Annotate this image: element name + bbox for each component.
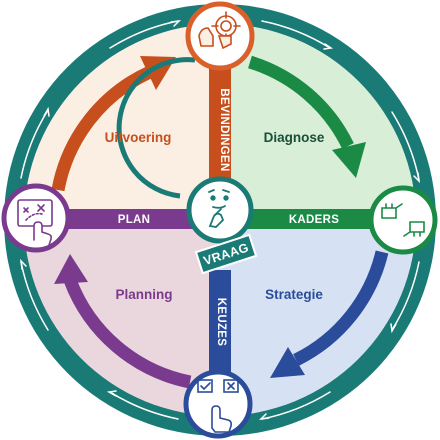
- arrow-strategie: [293, 250, 389, 366]
- quadrant-label-uitvoering: Uitvoering: [105, 130, 172, 145]
- axis-label-bottom: KEUZES: [215, 298, 227, 346]
- arrowhead-planning: [54, 254, 88, 284]
- arrow-uitvoering: [51, 66, 153, 192]
- arrowhead-strategie: [270, 347, 305, 378]
- ring-arrows: [19, 19, 421, 421]
- thinking-face-icon: [208, 189, 230, 228]
- choice-hand-icon: [197, 379, 239, 433]
- node-bottom: [183, 369, 253, 439]
- quadrant-label-planning: Planning: [116, 287, 173, 302]
- framing-hands-icon: [381, 203, 425, 237]
- target-hands-icon: [198, 11, 241, 50]
- axis-label-right: KADERS: [289, 214, 339, 226]
- axis-bar-left: [62, 209, 194, 229]
- touch-plan-icon: [17, 199, 53, 246]
- arrow-diagnose: [248, 55, 354, 149]
- arrowhead-diagnose: [332, 142, 366, 178]
- axis-bar-top: [209, 62, 231, 198]
- quadrant-label-strategie: Strategie: [265, 287, 323, 302]
- axis-label-left: PLAN: [118, 214, 151, 226]
- arrow-planning: [63, 277, 192, 389]
- node-right: [368, 185, 438, 255]
- quadrant-label-diagnose: Diagnose: [264, 130, 325, 145]
- axis-label-top: BEVINDINGEN: [218, 88, 230, 171]
- axis-bar-bottom: [209, 270, 231, 380]
- inner-teal-arc: [116, 57, 196, 199]
- axis-bar-right: [246, 209, 378, 229]
